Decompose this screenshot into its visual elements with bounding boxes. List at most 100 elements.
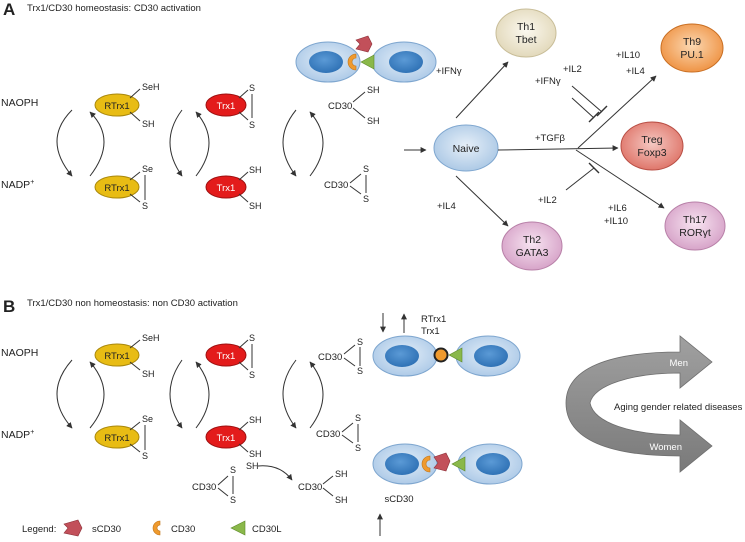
arrow-to-th17 — [575, 149, 665, 209]
trx1-red-sh-top-b: SH — [249, 415, 262, 425]
cell-pair-rtrx1-trx1: RTrx1 Trx1 — [372, 313, 521, 377]
cd30-receptor-icon — [347, 53, 357, 71]
cd30-ox-s-bottom: S — [363, 194, 369, 204]
rtrx1-cell-label: RTrx1 — [421, 314, 446, 325]
legend-title: Legend: — [22, 524, 56, 535]
inhibit-line-3 — [565, 167, 595, 191]
legend-cd30l-label: CD30L — [252, 524, 282, 535]
cd30-ox-bottom-s1: S — [230, 465, 236, 475]
th1-label: Th1 — [517, 21, 535, 33]
legend-scd30-label: sCD30 — [92, 524, 121, 535]
rtrx1-reduced-enzyme — [94, 93, 140, 117]
il4-label-a: +IL4 — [626, 66, 645, 77]
il6-label: +IL6 — [608, 203, 627, 214]
foxp3-label: Foxp3 — [637, 147, 666, 159]
cd30-ox-mid-bond-a — [341, 422, 354, 433]
trx1-ox-s-top-b: S — [249, 333, 255, 343]
cd30-ox-top-bond-b — [343, 357, 356, 367]
trx1-ox-s-bottom-b: S — [249, 370, 255, 380]
cd30-ox-top-s2: S — [357, 366, 363, 376]
th9-label: Th9 — [683, 36, 701, 48]
trx1-red-sh-top: SH — [249, 165, 262, 175]
nadph-label-b: NAOPH — [1, 347, 38, 359]
trx1-ox-s-top: S — [249, 83, 255, 93]
cell-pair-scd30: sCD30 — [372, 443, 523, 536]
s-label: S — [142, 201, 148, 211]
legend-scd30-icon — [63, 519, 83, 537]
rtrx1-oxidized-enzyme-b — [94, 425, 140, 449]
trx1-ox-bond-top-b — [238, 339, 249, 349]
scd30-molecule-icon — [355, 35, 373, 53]
trx1-oxidized-label: Trx1 — [217, 101, 236, 112]
se-label-b: Se — [142, 414, 153, 424]
cycle-arc-b-right — [89, 361, 105, 429]
panel-b: B Trx1/CD30 non homeostasis: non CD30 ac… — [1, 297, 743, 536]
treg-cell — [620, 121, 684, 171]
cd30-ox-top-bond-a — [343, 344, 356, 355]
seh-label: SeH — [142, 82, 160, 92]
cd30-red-b-sh2: SH — [335, 495, 348, 505]
cd30-ox-top-label: CD30 — [318, 352, 342, 363]
cd30-ox-mid-bond-b — [341, 434, 354, 444]
cd30-ox-bond-top — [349, 173, 362, 184]
cd30-ox-bottom-label: CD30 — [192, 482, 216, 493]
cd30-reduced-label: CD30 — [328, 101, 352, 112]
cycle-arc-right — [89, 111, 105, 177]
rtrx1-oxidized-label-b: RTrx1 — [104, 433, 129, 444]
ifn-gamma-top-label: +IFNγ — [436, 66, 462, 77]
cycle-arc-b2-right — [195, 361, 210, 429]
rtrx1-reduced-enzyme-b — [94, 343, 140, 367]
trx1-ox-bond-bottom-b — [238, 361, 249, 371]
panel-a-letter: A — [3, 0, 15, 19]
th1-cell — [495, 8, 557, 58]
panel-b-title: Trx1/CD30 non homeostasis: non CD30 acti… — [27, 298, 238, 309]
cd30-red-b-bond-b — [322, 487, 334, 497]
cd30-ox-bottom-bond-a — [217, 475, 229, 486]
th2-cell — [501, 221, 563, 271]
cycle-arc-left — [56, 109, 73, 177]
aging-diseases-label: Aging gender related diseases — [614, 402, 743, 413]
cd30-red-sh-top: SH — [367, 85, 380, 95]
th17-cell — [664, 201, 726, 251]
cd30-receptor-blocked-icon — [433, 347, 449, 363]
arrow-to-cd30-reduced — [257, 465, 293, 481]
trx1-sh-transfer-label: SH — [246, 461, 259, 471]
panel-a-title: Trx1/CD30 homeostasis: CD30 activation — [27, 3, 201, 14]
cd30-ox-bond-bottom — [349, 185, 362, 195]
treg-label: Treg — [641, 134, 662, 146]
inhibit-bar-3 — [588, 162, 600, 174]
cd30l-ligand-c-icon — [451, 456, 466, 472]
trx1-red-bond-bottom — [238, 193, 249, 203]
cd30-ox-bottom-s2: S — [230, 495, 236, 505]
cd30-red-bond-top — [352, 91, 366, 103]
cycle-arc-2-right — [195, 111, 210, 177]
trx1-cell-label: Trx1 — [421, 326, 440, 337]
panel-a: A Trx1/CD30 homeostasis: CD30 activation… — [1, 0, 726, 271]
gata3-label: GATA3 — [516, 247, 549, 259]
cycle-arc-b3-left — [282, 359, 297, 429]
s-bond — [129, 193, 141, 203]
trx1-reduced-label-b: Trx1 — [217, 433, 236, 444]
tgf-beta-label: +TGFβ — [535, 133, 566, 144]
cd30-receptor-b-icon — [421, 455, 431, 473]
th9-cell — [660, 23, 724, 73]
il10-label-b: +IL10 — [604, 216, 628, 227]
inhibit-bar-2 — [588, 111, 600, 123]
cd30-ox-mid-s1: S — [355, 413, 361, 423]
cell-b-top-right-nucleus — [474, 345, 508, 367]
th2-label: Th2 — [523, 234, 541, 246]
naive-label: Naive — [453, 143, 480, 155]
cd30-reduced-label-b: CD30 — [298, 482, 322, 493]
il2-label-a: +IL2 — [563, 64, 582, 75]
legend-cd30-icon — [152, 520, 161, 536]
sh-label-b: SH — [142, 369, 155, 379]
ifn-gamma-label: +IFNγ — [535, 76, 561, 87]
sh-bond-b — [129, 361, 141, 371]
cd30-ox-top-s1: S — [357, 337, 363, 347]
inhibit-line-1 — [571, 85, 603, 113]
cell-left-nucleus — [309, 51, 343, 73]
tbet-label: Tbet — [515, 34, 536, 46]
cycle-arc-3-right — [309, 111, 324, 177]
cd30-activated-cell-pair: +IFNγ — [295, 35, 462, 83]
